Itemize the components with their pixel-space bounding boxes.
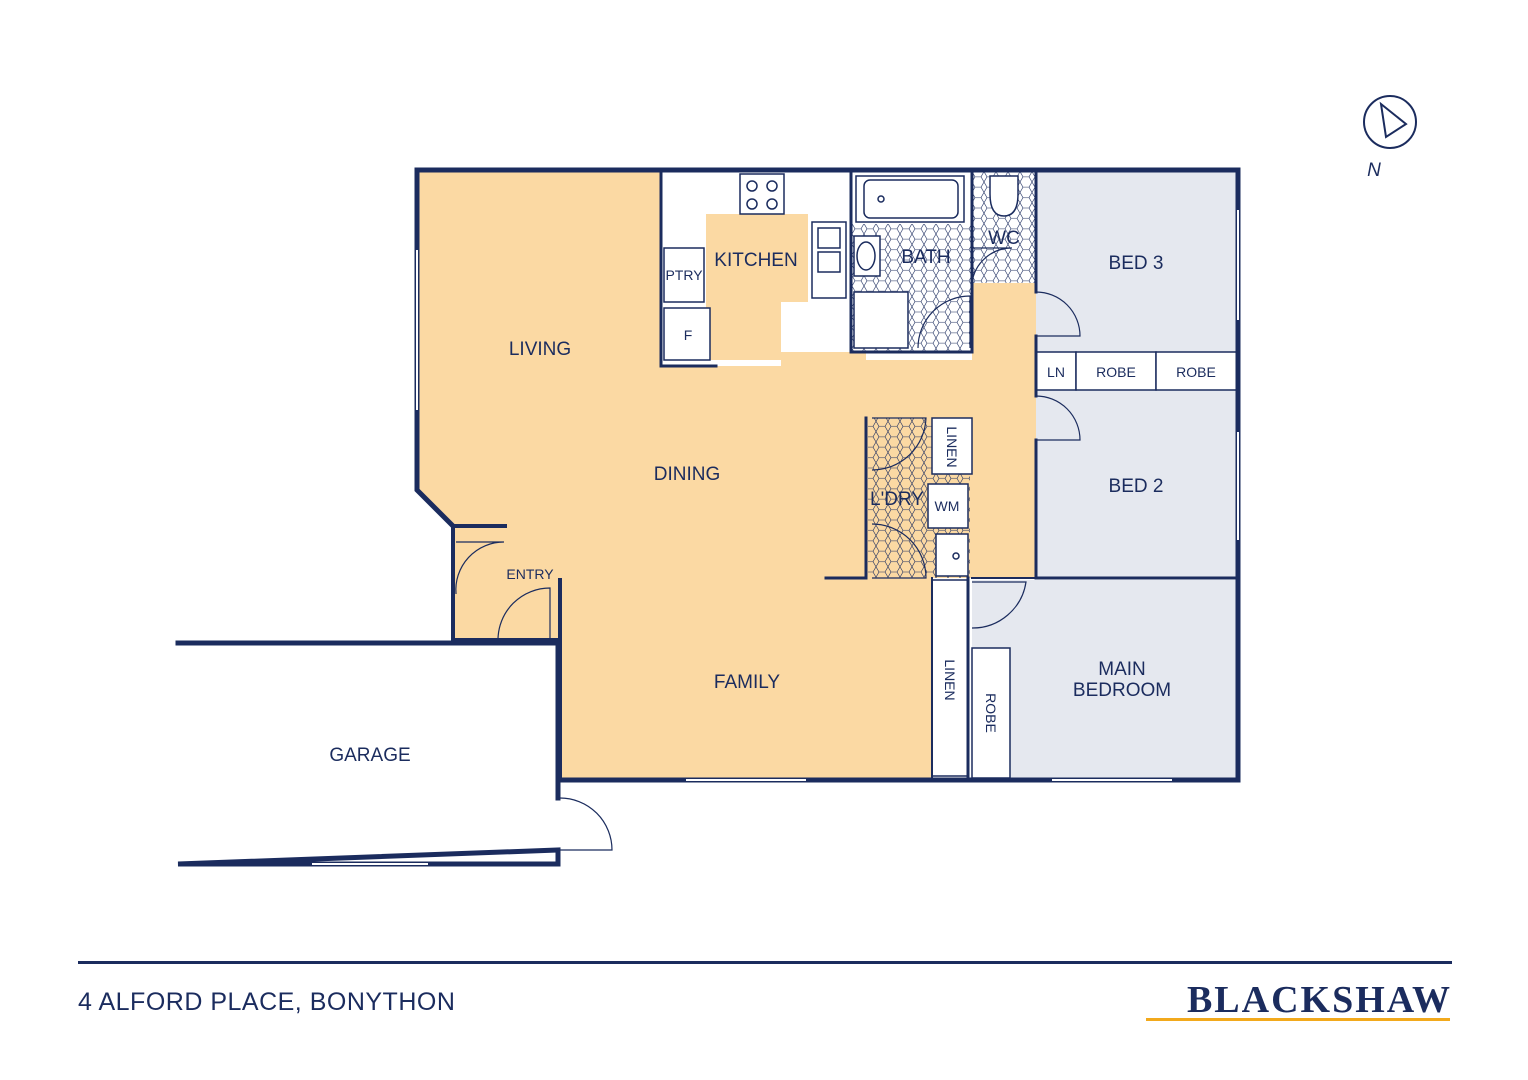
- room-label-washing-machine: WM: [935, 498, 960, 514]
- room-label-garage: GARAGE: [329, 745, 410, 766]
- room-label-kitchen: KITCHEN: [714, 250, 797, 271]
- brand-logo: BLACKSHAW: [1186, 979, 1452, 1021]
- door-swings: [455, 247, 1081, 851]
- room-label-pantry: PTRY: [665, 267, 703, 283]
- property-address: 4 ALFORD PLACE, BONYTHON: [78, 988, 456, 1016]
- bed3-fill: [1036, 170, 1238, 352]
- room-label-laundry: L'DRY: [870, 489, 924, 510]
- footer-divider: [78, 961, 1452, 964]
- room-label-bed3: BED 3: [1109, 253, 1164, 274]
- kitchen-fill: [706, 214, 866, 360]
- room-label-linen-laundry: LINEN: [944, 426, 960, 467]
- compass-icon: [1363, 95, 1417, 149]
- compass-label: N: [1367, 160, 1381, 181]
- brand-underline: [1146, 1018, 1450, 1021]
- walls: [175, 167, 1241, 867]
- room-label-wc: WC: [988, 228, 1020, 249]
- room-label-bath: BATH: [901, 247, 950, 268]
- room-label-main-bedroom-1: MAIN: [1098, 659, 1146, 680]
- main-bedroom-fill: [972, 580, 1238, 780]
- room-label-bed2: BED 2: [1109, 476, 1164, 497]
- room-label-linen-hall: LINEN: [942, 659, 958, 700]
- bed2-fill: [1036, 390, 1238, 578]
- room-label-fridge: F: [684, 327, 693, 343]
- room-label-dining: DINING: [654, 464, 721, 485]
- room-label-main-bedroom-2: BEDROOM: [1073, 680, 1171, 701]
- living-area-fill: [417, 170, 1036, 778]
- room-label-linen-small: LN: [1047, 364, 1065, 380]
- room-label-entry: ENTRY: [506, 566, 554, 582]
- windows: [177, 210, 1239, 865]
- room-label-robe-a: ROBE: [1096, 364, 1136, 380]
- room-label-robe-main: ROBE: [983, 693, 999, 733]
- room-label-robe-b: ROBE: [1176, 364, 1216, 380]
- fixtures: [663, 173, 1239, 779]
- room-label-family: FAMILY: [714, 672, 780, 693]
- room-label-living: LIVING: [509, 339, 571, 360]
